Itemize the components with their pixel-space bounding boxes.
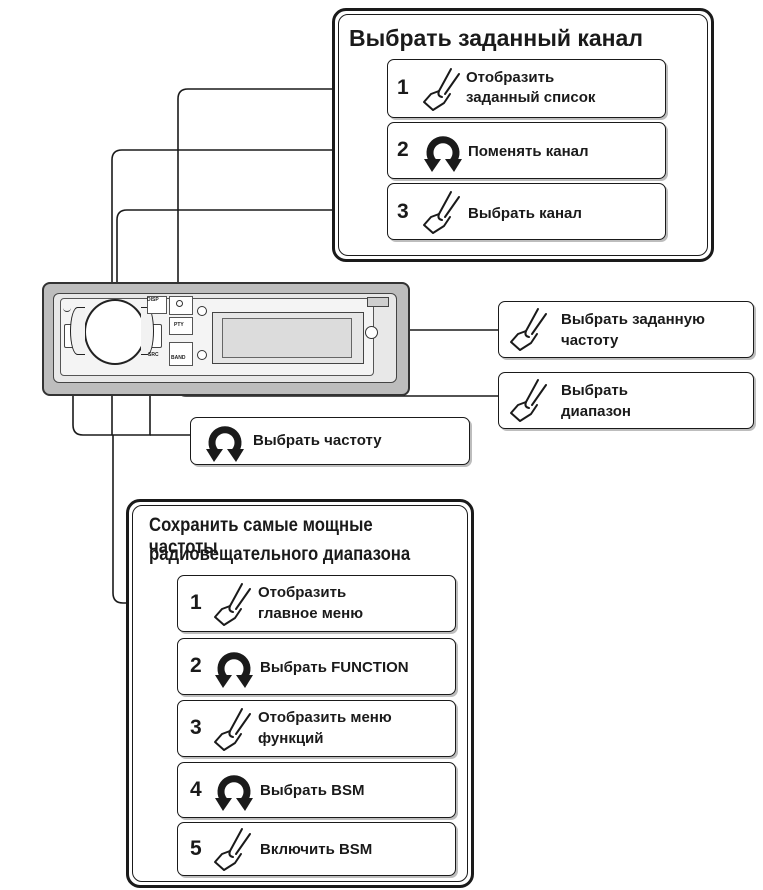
callout-label-line1: Выбрать заданную <box>561 311 705 328</box>
step-label: Выбрать канал <box>468 205 582 222</box>
step-label: Выбрать BSM <box>260 782 365 799</box>
step-1-box: 1 Отобразить заданный список <box>387 59 666 118</box>
panel-title-line2: радиовещательного диапазона <box>149 544 411 565</box>
select-band-box: Выбрать диапазон <box>498 372 754 429</box>
band-button-label: BAND <box>171 355 186 361</box>
panel-inner-border <box>338 14 708 256</box>
step-label: Выбрать FUNCTION <box>260 659 409 676</box>
panel-title-line1: Сохранить самые мощные частоты <box>149 515 373 558</box>
callout-label-line1: Выбрать <box>561 382 628 399</box>
bsm-step-2-box: 2 Выбрать FUNCTION <box>177 638 456 695</box>
bsm-step-3-box: 3 Отобразить меню функций <box>177 700 456 757</box>
bsm-step-5-box: 5 Включить BSM <box>177 822 456 876</box>
car-stereo-faceplate: PTY BAND SRC DISP <box>42 282 410 396</box>
step-number: 1 <box>397 76 409 99</box>
step-label-line2: главное меню <box>258 605 364 622</box>
aux-jack[interactable] <box>365 326 378 339</box>
panel-inner-border <box>132 505 468 882</box>
bsm-step-4-box: 4 Выбрать BSM <box>177 762 456 818</box>
rotate-knob-icon <box>215 652 253 688</box>
left-knob-ring <box>70 307 85 355</box>
step-label-line2: заданный список <box>466 89 596 106</box>
rotate-knob-icon <box>424 136 462 172</box>
disp-button-label: DISP <box>147 297 159 303</box>
callout-label-line2: частоту <box>561 332 619 349</box>
preset-up-button[interactable] <box>197 306 207 316</box>
panel-title: Выбрать заданный канал <box>349 25 643 51</box>
press-hand-icon <box>510 379 547 422</box>
step-label: Поменять канал <box>468 143 589 160</box>
step-label-line1: Отобразить <box>258 584 347 601</box>
step-number: 3 <box>397 200 409 223</box>
phone-button[interactable] <box>63 306 71 312</box>
select-frequency-box: Выбрать частоту <box>190 417 470 465</box>
step-label: Включить BSM <box>260 841 373 858</box>
press-hand-icon <box>423 191 460 234</box>
return-button[interactable] <box>147 296 167 314</box>
pty-button-label: PTY <box>174 322 184 328</box>
step-3-box: 3 Выбрать канал <box>387 183 666 240</box>
callout-label-line2: диапазон <box>561 403 631 420</box>
press-hand-icon <box>423 68 460 111</box>
search-icon <box>176 300 183 307</box>
step-label-line1: Отобразить <box>466 69 555 86</box>
eject-slot <box>367 297 389 307</box>
pty-button[interactable] <box>169 317 193 335</box>
bsm-step-1-box: 1 Отобразить главное меню <box>177 575 456 632</box>
rotate-knob-icon <box>215 775 253 811</box>
callout-label: Выбрать частоту <box>253 432 382 449</box>
press-hand-icon <box>510 308 547 351</box>
src-button-label: SRC <box>148 352 159 358</box>
step-2-box: 2 Поменять канал <box>387 122 666 179</box>
press-hand-icon <box>214 708 251 751</box>
multi-control-knob[interactable] <box>84 299 146 365</box>
press-hand-icon <box>214 583 251 626</box>
rotate-knob-icon <box>206 426 244 462</box>
right-knob-ring <box>141 307 154 355</box>
step-number: 5 <box>190 837 202 860</box>
preset-down-button[interactable] <box>197 350 207 360</box>
display-screen <box>222 318 352 358</box>
step-number: 3 <box>190 716 202 739</box>
step-label-line2: функций <box>258 730 324 747</box>
step-label-line1: Отобразить меню <box>258 709 392 726</box>
step-number: 2 <box>397 138 409 161</box>
step-number: 1 <box>190 591 202 614</box>
press-hand-icon <box>214 828 251 871</box>
step-number: 4 <box>190 778 202 801</box>
step-number: 2 <box>190 654 202 677</box>
band-button[interactable] <box>169 342 193 366</box>
select-preset-frequency-box: Выбрать заданную частоту <box>498 301 754 358</box>
